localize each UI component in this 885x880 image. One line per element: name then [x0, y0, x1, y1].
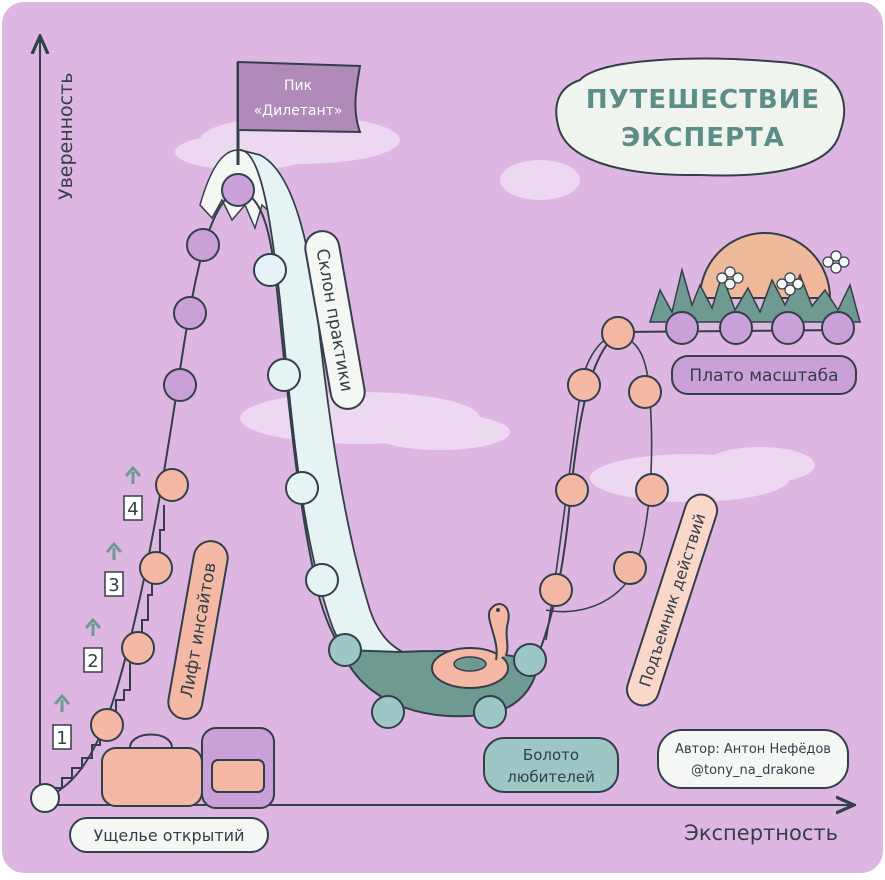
slope-node [254, 254, 286, 286]
canyon-label: Ущелье открытий [70, 818, 268, 852]
swamp-node [474, 696, 506, 728]
swamp-node [514, 644, 546, 676]
slope-node [306, 564, 338, 596]
canyon-label-text: Ущелье открытий [94, 826, 245, 845]
insight-node [156, 469, 188, 501]
peak-node [222, 174, 254, 206]
title-line-1: ПУТЕШЕСТВИЕ [586, 85, 820, 115]
step-label: 2 [87, 651, 98, 672]
peak-node [187, 229, 219, 261]
lift-cabin-node [540, 574, 572, 606]
title-line-2: ЭКСПЕРТА [621, 123, 785, 153]
x-axis-label: Экспертность [684, 821, 838, 845]
lift-cabin-node [636, 474, 668, 506]
insight-node [140, 552, 172, 584]
swamp-label-line-1: Болото [523, 746, 579, 764]
plateau-label-text: Плато масштаба [689, 366, 838, 386]
lift-cabin-node [556, 474, 588, 506]
peak-flag-line-2: «Дилетант» [254, 103, 343, 119]
cloud [500, 160, 580, 200]
plateau-node [720, 312, 752, 344]
swamp-node [329, 634, 361, 666]
start-node [31, 784, 59, 812]
slope-node [286, 472, 318, 504]
lift-cabin-node [602, 317, 634, 349]
step-label: 3 [108, 575, 119, 596]
cloud [705, 447, 815, 483]
cloud [370, 414, 510, 450]
step-label: 1 [56, 728, 67, 749]
plateau-node [666, 312, 698, 344]
step-label: 4 [127, 499, 138, 520]
plateau-node [822, 312, 854, 344]
author-credit: Автор: Антон Нефёдов @tony_na_drakone [658, 730, 848, 788]
plateau-label: Плато масштаба [672, 356, 856, 394]
peak-node [164, 369, 196, 401]
author-credit-line-1: Автор: Антон Нефёдов [675, 742, 831, 757]
y-axis-label: Уверенность [55, 73, 77, 200]
slope-node [268, 359, 300, 391]
swamp-label: Болото любителей [484, 738, 618, 792]
lift-cabin-node [614, 552, 646, 584]
lift-cabin-node [629, 376, 661, 408]
title-bubble: ПУТЕШЕСТВИЕ ЭКСПЕРТА [556, 59, 844, 176]
swamp-label-line-2: любителей [507, 768, 595, 786]
lift-cabin-node [568, 369, 600, 401]
author-credit-line-2: @tony_na_drakone [691, 763, 815, 778]
insight-node [91, 709, 123, 741]
peak-flag-line-1: Пик [284, 78, 312, 94]
insight-node [122, 632, 154, 664]
swamp-node [372, 696, 404, 728]
plateau-node [772, 312, 804, 344]
peak-node [174, 297, 206, 329]
